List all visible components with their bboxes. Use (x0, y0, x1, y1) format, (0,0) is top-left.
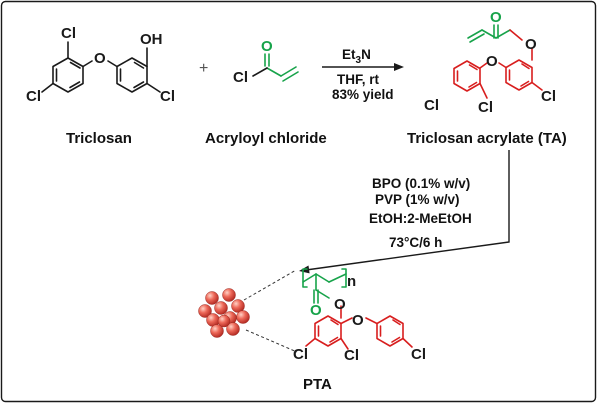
step1-solvent: THF, rt (337, 72, 380, 87)
triclosan-acrylate-structure (453, 24, 543, 99)
pta-cl-1: Cl (293, 346, 308, 363)
ta-cl-right: Cl (541, 88, 556, 105)
plus-sign: + (199, 60, 208, 77)
ta-cl-mid: Cl (478, 99, 493, 116)
nanoparticle-cluster (198, 288, 250, 338)
triclosan-label: Triclosan (66, 130, 132, 147)
pta-label: PTA (303, 376, 332, 393)
pta-repeat-n: n (347, 273, 356, 290)
acryloyl-chloride-label: Acryloyl chloride (205, 130, 327, 147)
triclosan-cl-right: Cl (160, 88, 175, 105)
acryloyl-oxygen: O (261, 38, 273, 55)
ta-cl-left: Cl (424, 97, 439, 114)
step1-arrow (322, 63, 404, 71)
step2-stabilizer: PVP (1% w/v) (375, 192, 460, 207)
triclosan-structure (41, 41, 161, 93)
step2-conditions: 73°C/6 h (389, 235, 442, 250)
step1-yield: 83% yield (332, 87, 394, 102)
acryloyl-chloride-structure (252, 53, 299, 82)
pta-ester-oxygen: O (334, 296, 346, 313)
triclosan-cl-left: Cl (26, 88, 41, 105)
pta-ether-oxygen: O (352, 312, 364, 329)
ta-ether-oxygen: O (486, 53, 498, 70)
acryloyl-chlorine: Cl (233, 69, 248, 86)
pta-carbonyl-oxygen: O (310, 302, 322, 319)
ta-carbonyl-oxygen: O (490, 9, 502, 26)
pta-structure (302, 268, 413, 350)
triclosan-cl-top: Cl (61, 25, 76, 42)
zoom-lines (243, 269, 298, 353)
triclosan-oxygen: O (94, 50, 106, 67)
step1-reagent: Et3N (342, 47, 371, 66)
pta-cl-2: Cl (344, 347, 359, 364)
step2-solvent: EtOH:2-MeEtOH (369, 211, 472, 226)
pta-cl-3: Cl (411, 346, 426, 363)
step2-initiator: BPO (0.1% w/v) (372, 176, 470, 191)
ta-ester-oxygen: O (525, 36, 537, 53)
triclosan-hydroxyl: OH (140, 31, 163, 48)
triclosan-acrylate-label: Triclosan acrylate (TA) (407, 130, 567, 147)
